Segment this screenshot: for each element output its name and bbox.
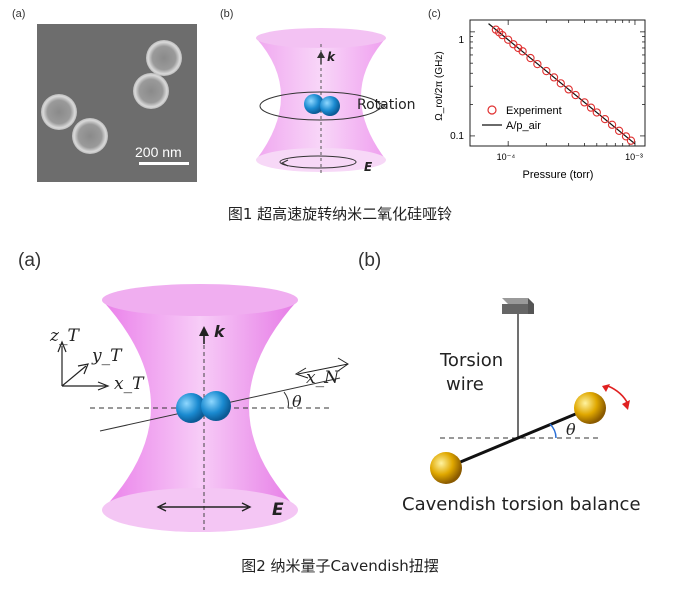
torsion-wire-label-line2: wire: [446, 374, 484, 395]
chart-ytick-1: 1: [458, 35, 464, 46]
fig2-panel-b-label: (b): [358, 250, 382, 271]
torsion-wire-label-line1: Torsion: [440, 350, 504, 371]
fig1-panel-c-label: (c): [428, 8, 441, 20]
chart-point: [621, 132, 631, 141]
legend-experiment-label: Experiment: [506, 105, 562, 117]
fig2-trap-diagram: [57, 284, 349, 532]
scale-bar-label: 200 nm: [135, 144, 182, 160]
legend-experiment-marker: [487, 105, 497, 115]
chart-point: [600, 114, 610, 124]
chart-point: [498, 30, 507, 40]
fig2-theta-label: θ: [292, 392, 302, 411]
chart-point: [607, 120, 617, 129]
fig2-balance-diagram: [430, 298, 630, 484]
fig1-trap-diagram: [256, 28, 387, 174]
chart-point: [626, 136, 636, 145]
chart-frame: [469, 19, 646, 147]
fig2-panel-a-label: (a): [18, 250, 42, 271]
fig1-rotation-label: Rotation: [357, 97, 416, 113]
chart-point: [571, 90, 580, 100]
fig2-e-label: E: [272, 500, 284, 520]
chart-point: [586, 103, 596, 112]
figure1-caption: 图1 超高速旋转纳米二氧化硅哑铃: [227, 205, 453, 223]
fig2-k-label: k: [214, 322, 225, 341]
chart-point: [580, 98, 589, 107]
fig2-yt-label: y_T: [92, 346, 122, 366]
chart-point: [564, 85, 573, 94]
figure2-caption: 图2 纳米量子Cavendish扭摆: [241, 557, 439, 575]
fig1-chart: 1 0.1 10⁻⁴ 10⁻³ Pressure (torr) Ω_rot/2π…: [434, 19, 646, 181]
chart-ylabel: Ω_rot/2π (GHz): [434, 51, 445, 120]
chart-xtick-1e-4: 10⁻⁴: [497, 152, 516, 162]
chart-xlabel: Pressure (torr): [523, 169, 594, 181]
cavendish-balance-label: Cavendish torsion balance: [402, 494, 641, 515]
chart-point: [533, 59, 542, 69]
fig2b-theta-label: θ: [566, 420, 576, 439]
chart-point: [542, 66, 551, 76]
chart-point: [526, 53, 535, 63]
chart-point: [504, 35, 513, 44]
chart-xtick-1e-3: 10⁻³: [625, 152, 643, 162]
chart-point: [592, 108, 601, 117]
chart-point: [518, 47, 527, 56]
fig2-xt-label: x_T: [114, 374, 144, 394]
legend-fit-label: A/p_air: [506, 120, 541, 132]
sem-dumbbells-image: [37, 24, 197, 182]
fig1-panel-b-label: (b): [220, 8, 234, 20]
chart-fit-line: [488, 23, 636, 145]
fig1-panel-a-label: (a): [12, 8, 26, 20]
fig1-e-label: E: [364, 160, 373, 174]
chart-point: [556, 79, 565, 88]
fig1-k-label: k: [327, 50, 335, 64]
sem-image: 200 nm: [37, 24, 197, 182]
fig2-xn-label: x_N: [306, 368, 339, 388]
chart-point: [549, 73, 559, 82]
chart-ytick-0.1: 0.1: [450, 131, 464, 142]
chart-point: [614, 126, 624, 135]
fig2-zt-label: z_T: [50, 326, 79, 346]
